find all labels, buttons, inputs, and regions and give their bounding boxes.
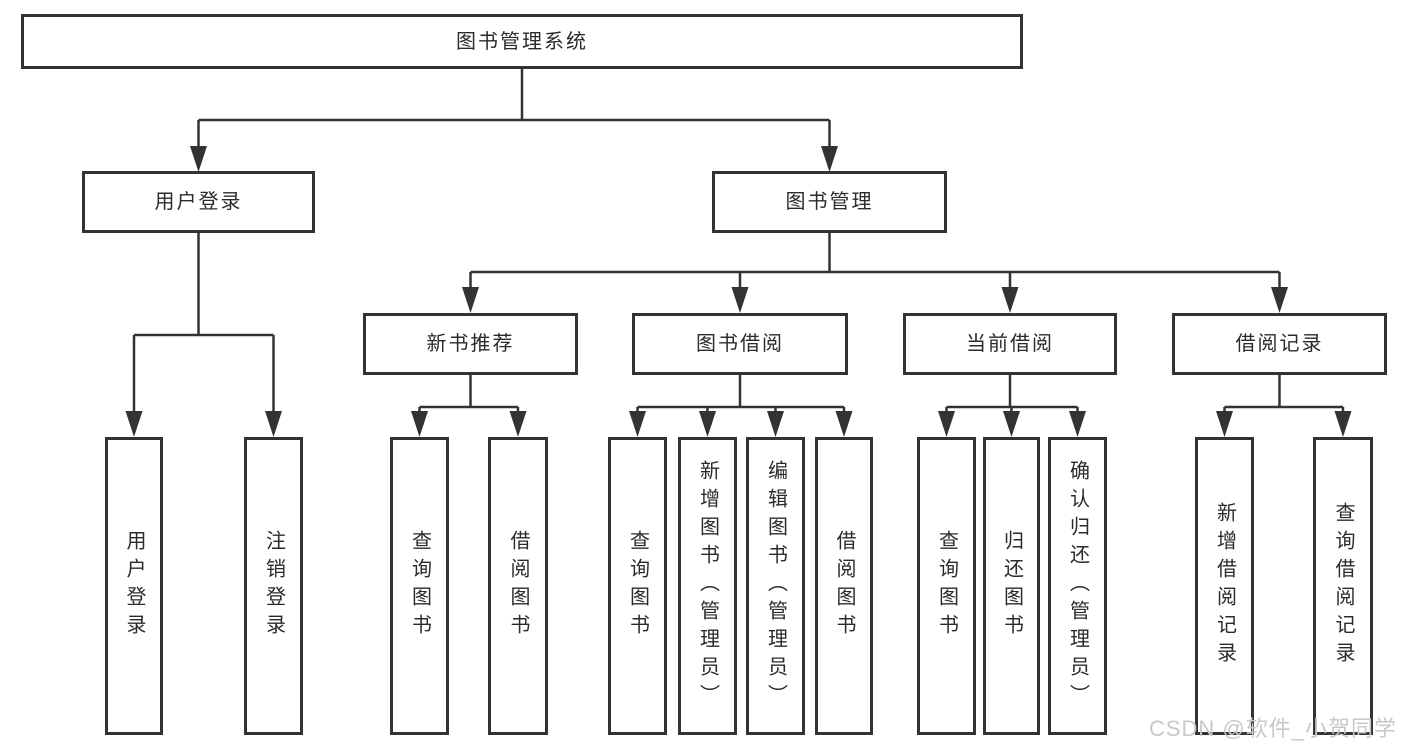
connector-root-to-level2 (197, 69, 831, 168)
arrow-down-icon (190, 146, 207, 172)
csdn-watermark: CSDN @软件_小贺同学 (1148, 716, 1397, 741)
node-book-borrowing: 图书借阅 (632, 313, 848, 375)
leaf-query-borrow-record: 查询借阅记录 (1313, 437, 1373, 735)
leaf-confirm-return-admin: 确认归还（管理员） (1048, 437, 1107, 735)
arrow-down-icon (699, 411, 716, 437)
arrow-down-icon (629, 411, 646, 437)
leaf-logout: 注销登录 (244, 437, 303, 735)
leaf-add-borrow-record: 新增借阅记录 (1195, 437, 1254, 735)
arrow-down-icon (731, 287, 749, 313)
arrow-down-icon (125, 411, 143, 437)
arrow-down-icon (835, 411, 853, 437)
arrow-down-icon (821, 146, 838, 172)
leaf-add-books-admin: 新增图书（管理员） (678, 437, 737, 735)
connector-book-mgmt-children (469, 233, 1281, 309)
node-book-management: 图书管理 (712, 171, 947, 233)
arrow-down-icon (411, 411, 428, 437)
arrow-down-icon (265, 411, 282, 437)
leaf-query-books: 查询图书 (917, 437, 976, 735)
arrow-down-icon (462, 287, 479, 313)
arrow-down-icon (1003, 411, 1020, 437)
arrow-down-icon (1216, 411, 1233, 437)
leaf-user-login: 用户登录 (105, 437, 163, 735)
arrow-down-icon (1271, 287, 1288, 313)
node-borrowing-records: 借阅记录 (1172, 313, 1387, 375)
leaf-edit-books-admin: 编辑图书（管理员） (746, 437, 805, 735)
arrow-down-icon (1001, 287, 1019, 313)
node-current-borrowing: 当前借阅 (903, 313, 1117, 375)
arrow-down-icon (1069, 411, 1086, 437)
connector-book-borrow-children (636, 375, 846, 433)
node-root-library-system: 图书管理系统 (21, 14, 1023, 69)
leaf-borrow-books: 借阅图书 (488, 437, 548, 735)
arrow-down-icon (767, 411, 784, 437)
leaf-query-books: 查询图书 (390, 437, 449, 735)
node-new-book-recommendation: 新书推荐 (363, 313, 578, 375)
node-user-login: 用户登录 (82, 171, 315, 233)
connector-current-borrow-children (945, 375, 1079, 433)
leaf-borrow-books: 借阅图书 (815, 437, 873, 735)
leaf-return-books: 归还图书 (983, 437, 1040, 735)
connector-user-login-children (132, 233, 275, 433)
leaf-query-books: 查询图书 (608, 437, 667, 735)
arrow-down-icon (1334, 411, 1352, 437)
connector-new-book-rec-children (418, 375, 520, 433)
arrow-down-icon (938, 411, 955, 437)
connector-borrow-record-children (1223, 375, 1345, 433)
arrow-down-icon (509, 411, 527, 437)
